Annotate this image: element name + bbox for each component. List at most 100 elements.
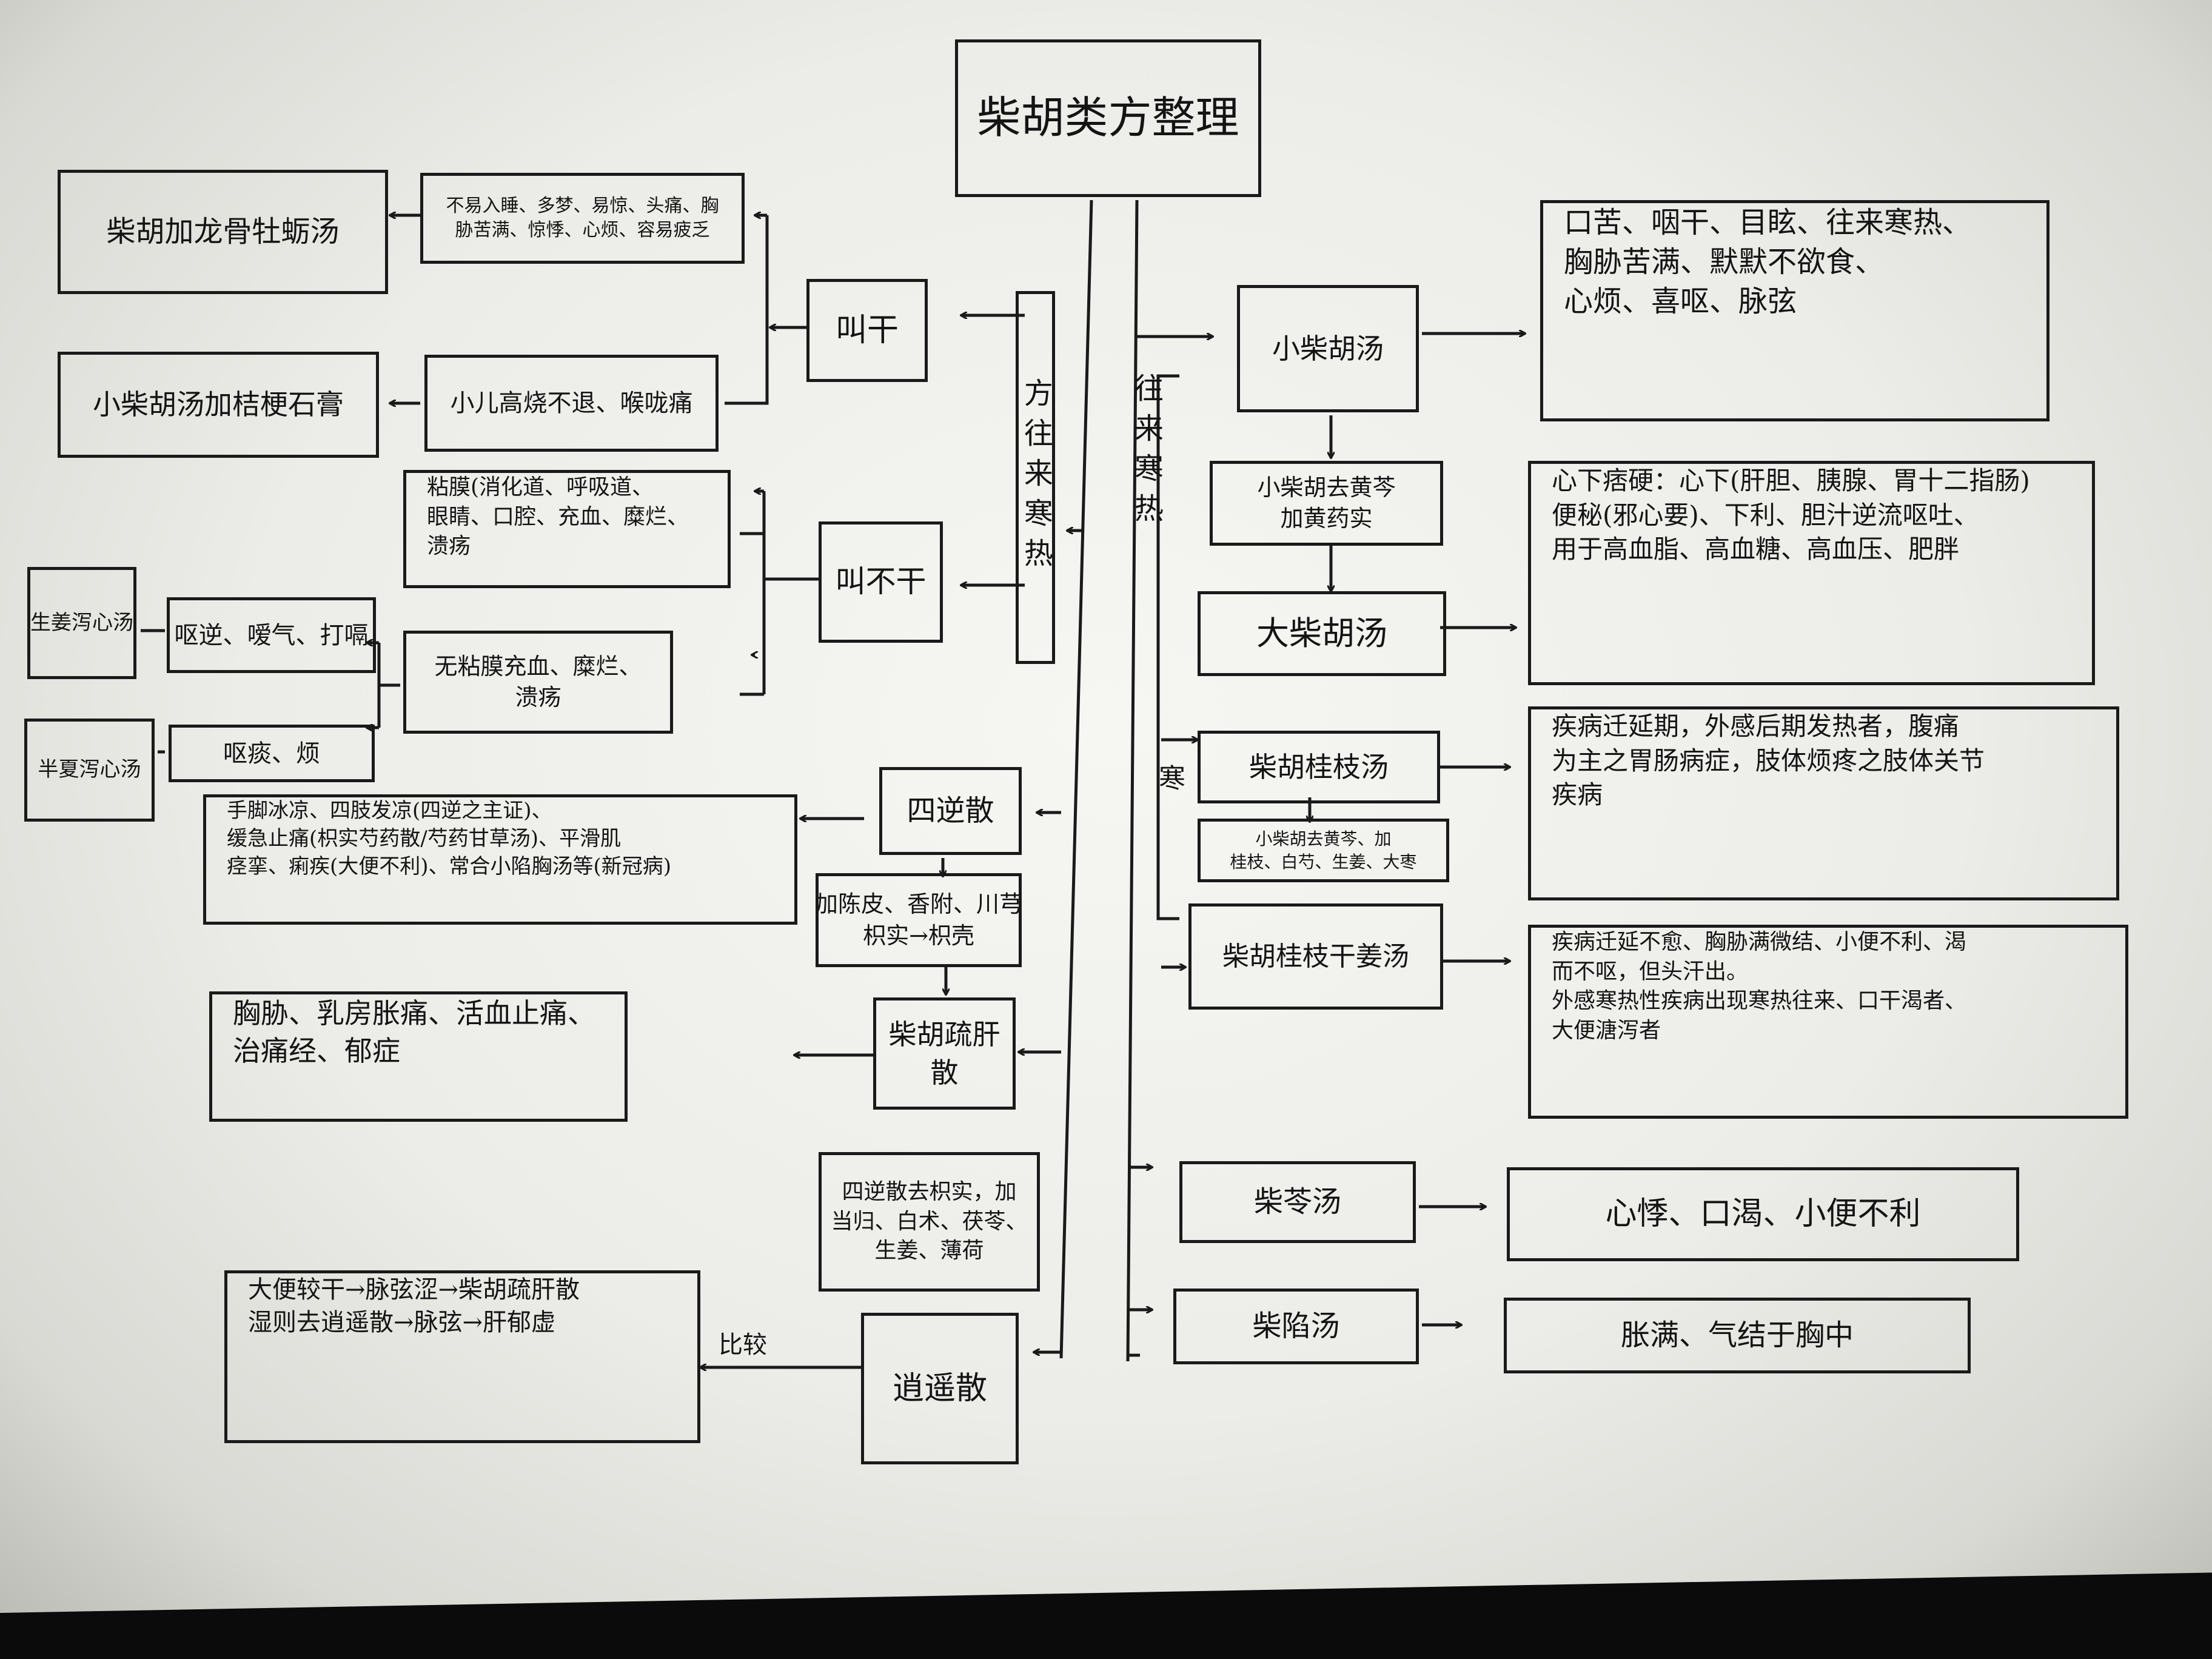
node-jialonggu-symptoms: 不易入睡、多梦、易惊、头痛、胸 胁苦满、惊悸、心烦、容易疲乏 [420,173,745,264]
symptom-line: 疾病 [1552,780,1603,810]
node-xiaoyao-jia: 四逆散去枳实，加 当归、白术、茯苓、 生姜、薄荷 [819,1152,1040,1292]
page-title: 柴胡类方整理 [977,92,1239,144]
desc-line: 大便较干→脉弦涩→柴胡疏肝散 [248,1276,580,1304]
symptom-text: 小儿高烧不退、喉咙痛 [450,389,693,417]
desc-line: 手脚冰凉、四肢发凉(四逆之主证)、 [227,799,552,823]
node-chailing-symptoms: 心悸、口渴、小便不利 [1507,1167,2019,1261]
symptom-line: 为主之胃肠病症，肢体烦疼之肢体关节 [1552,745,1985,776]
axis-right-text: 往来寒热 [1129,373,1163,533]
paper-background [0,0,2212,1613]
node-xiaochaihu-text: 小柴胡汤 [1272,332,1384,365]
node-chailing: 柴苓汤 [1179,1161,1416,1243]
desc-line: 缓急止痛(枳实芍药散/芍药甘草汤)、平滑肌 [227,826,621,851]
node-sini-jia: 加陈皮、香附、川芎 枳实→枳壳 [816,873,1022,967]
symptom-line: 胁苦满、惊悸、心烦、容易疲乏 [455,220,710,241]
node-banxia-text: 半夏泻心汤 [38,757,141,782]
node-dachaihu: 大柴胡汤 [1198,591,1446,676]
axis-left-text: 方往来寒热 [1018,377,1053,578]
node-xiaochaihu: 小柴胡汤 [1237,285,1419,412]
node-jialonggu: 柴胡加龙骨牡蛎汤 [58,170,388,294]
node-jiegeng-text: 小柴胡汤加桔梗石膏 [93,388,344,421]
trunk-left [1059,199,1093,1359]
node-ouni-text: 呕逆、嗳气、打嗝 [174,621,369,649]
axis-right-label: 往来寒热 [1129,373,1167,573]
symptom-line: 口苦、咽干、目眩、往来寒热、 [1564,206,1972,240]
axis-right-small-label: 寒 [1154,764,1188,831]
node-jiaogan: 叫干 [806,279,928,382]
symptom-line: 大便溏泻者 [1552,1017,1661,1043]
symptom-text: 胀满、气结于胸中 [1620,1318,1854,1353]
symptom-line: 用于高血脂、高血糖、高血压、肥胖 [1552,534,1960,565]
symptom-line: 胸胁苦满、默默不欲食、 [1564,244,1885,279]
title-box: 柴胡类方整理 [955,39,1261,197]
symptom-line: 心下痞硬：心下(肝胆、胰腺、胃十二指肠) [1552,466,2030,495]
node-nianmo-symptoms: 粘膜(消化道、呼吸道、 眼睛、口腔、充血、糜烂、 溃疡 [403,470,731,588]
symptom-line: 心烦、喜呕、脉弦 [1564,284,1797,318]
node-chaixian-text: 柴陷汤 [1252,1309,1340,1344]
symptom-line: 无粘膜充血、糜烂、 [434,652,642,680]
symptom-line: 溃疡 [515,684,561,711]
desc-line: 桂枝、白芍、生姜、大枣 [1230,851,1417,872]
node-xiaoyao-desc: 大便较干→脉弦涩→柴胡疏肝散 湿则去逍遥散→脉弦→肝郁虚 [224,1270,700,1443]
node-jiegeng-symptoms: 小儿高烧不退、喉咙痛 [424,355,719,452]
node-xiaoyao: 逍遥散 [861,1313,1019,1464]
node-dachaihu-text: 大柴胡汤 [1256,614,1387,652]
node-jiegeng: 小柴胡汤加桔梗石膏 [58,352,379,458]
node-guizhi-text: 柴胡桂枝汤 [1249,750,1389,783]
desc-line: 加陈皮、香附、川芎 [816,891,1022,918]
node-jiaogan-text: 叫干 [835,312,899,349]
desc-line: 治痛经、郁症 [233,1034,400,1068]
desc-line: 小柴胡去黄芩 [1257,474,1396,501]
node-guizhi: 柴胡桂枝汤 [1198,731,1440,803]
desc-line: 枳实→枳壳 [863,922,974,949]
node-ouni: 呕逆、嗳气、打嗝 [167,597,376,673]
symptom-line: 溃疡 [427,534,471,559]
node-sini-desc: 手脚冰凉、四肢发凉(四逆之主证)、 缓急止痛(枳实芍药散/芍药甘草汤)、平滑肌 … [203,794,797,925]
node-jiaobugan: 叫不干 [819,521,943,643]
node-ganjiang-text: 柴胡桂枝干姜汤 [1222,940,1409,972]
symptom-line: 而不呕，但头汗出。 [1552,959,1749,984]
node-jialonggu-text: 柴胡加龙骨牡蛎汤 [106,215,340,249]
node-xiaoyao-text: 逍遥散 [892,1370,987,1407]
desc-line: 四逆散去枳实，加 [842,1179,1017,1205]
symptom-line: 便秘(邪心要)、下利、胆汁逆流呕吐、 [1552,500,1979,530]
desc-line: 湿则去逍遥散→脉弦→肝郁虚 [248,1309,556,1336]
node-chaihushugan: 柴胡疏肝散 [873,997,1016,1110]
axis-right-small-text: 寒 [1154,764,1185,802]
symptom-line: 粘膜(消化道、呼吸道、 [427,475,654,500]
symptom-line: 眼睛、口腔、充血、糜烂、 [427,504,689,529]
desc-line: 生姜、薄荷 [874,1238,984,1264]
node-ganjiang-symptoms: 疾病迁延不愈、胸胁满微结、小便不利、渴 而不呕，但头汗出。 外感寒热性疾病出现寒… [1528,925,2128,1119]
node-chailing-text: 柴苓汤 [1253,1185,1341,1219]
node-jiaobugan-text: 叫不干 [835,564,927,600]
node-ganjiang: 柴胡桂枝干姜汤 [1188,903,1443,1010]
node-xiaochaihu-plus: 小柴胡去黄芩 加黄药实 [1210,461,1443,546]
symptom-line: 疾病迁延不愈、胸胁满微结、小便不利、渴 [1552,930,1967,954]
desc-line: 痉挛、痢疾(大便不利)、常合小陷胸汤等(新冠病) [227,854,672,879]
node-sini: 四逆散 [879,767,1022,855]
node-banxia: 半夏泻心汤 [24,719,155,822]
node-dachaihu-symptoms: 心下痞硬：心下(肝胆、胰腺、胃十二指肠) 便秘(邪心要)、下利、胆汁逆流呕吐、 … [1528,461,2095,685]
symptom-line: 疾病迁延期，外感后期发热者，腹痛 [1552,711,1960,741]
node-chaihushugan-text: 柴胡疏肝散 [888,1018,1000,1089]
axis-left-label: 方往来寒热 [1016,291,1055,664]
desc-line: 胸胁、乳房胀痛、活血止痛、 [233,997,595,1030]
symptom-line: 外感寒热性疾病出现寒热往来、口干渴者、 [1552,988,1967,1014]
node-chaixian: 柴陷汤 [1173,1289,1419,1364]
node-guizhi-symptoms: 疾病迁延期，外感后期发热者，腹痛 为主之胃肠病症，肢体烦疼之肢体关节 疾病 [1528,706,2119,900]
node-chaihushugan-desc: 胸胁、乳房胀痛、活血止痛、 治痛经、郁症 [209,991,628,1122]
node-chaixian-symptoms: 胀满、气结于胸中 [1504,1298,1971,1373]
node-shengjiang-text: 生姜泻心汤 [30,610,133,635]
node-xiaochaihu-symptoms: 口苦、咽干、目眩、往来寒热、 胸胁苦满、默默不欲食、 心烦、喜呕、脉弦 [1540,200,2049,421]
node-outan: 呕痰、烦 [169,725,375,782]
node-sini-text: 四逆散 [907,794,994,828]
node-wunianmo-symptoms: 无粘膜充血、糜烂、 溃疡 [403,631,673,734]
node-outan-text: 呕痰、烦 [223,739,320,768]
desc-line: 当归、白术、茯苓、 [831,1208,1028,1234]
desc-line: 小柴胡去黄芩、加 [1255,828,1392,849]
symptom-line: 不易入睡、多梦、易惊、头痛、胸 [446,195,719,216]
node-shengjiang: 生姜泻心汤 [27,567,136,679]
symptom-text: 心悸、口渴、小便不利 [1605,1196,1921,1233]
desc-line: 加黄药实 [1280,505,1373,532]
